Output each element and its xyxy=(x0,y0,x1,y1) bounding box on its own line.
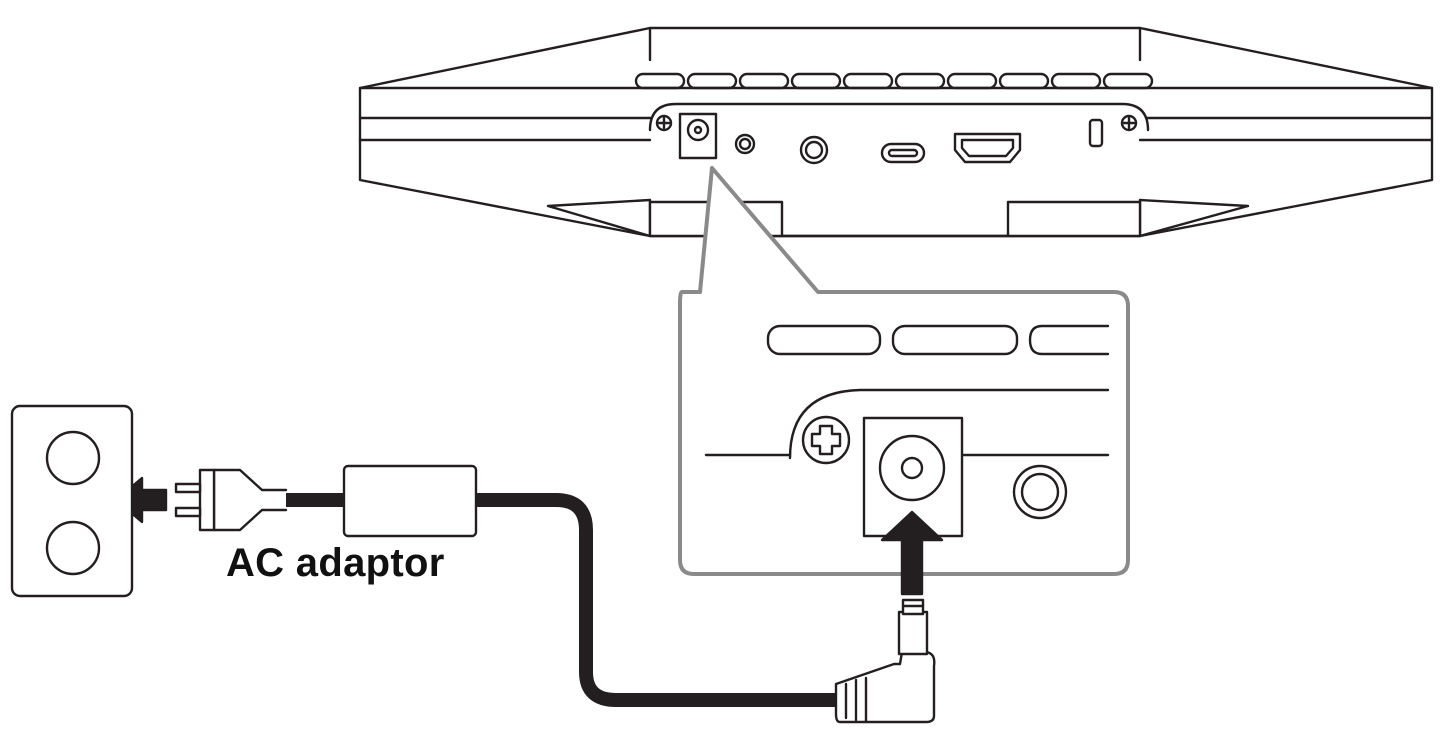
dc-in-port xyxy=(678,112,718,160)
ac-adaptor-label: AC adaptor xyxy=(226,541,445,585)
screw-icon xyxy=(1120,114,1138,132)
ac-adaptor-box xyxy=(342,464,478,538)
security-slot xyxy=(1088,118,1104,148)
device-rear-view xyxy=(358,26,1434,238)
round-port-enlarged xyxy=(1012,464,1068,520)
screw-icon xyxy=(655,114,673,132)
dc-cable xyxy=(279,493,849,707)
wall-plug xyxy=(174,468,288,532)
round-port xyxy=(799,135,829,165)
usb-c-port xyxy=(880,142,926,164)
hdmi-port xyxy=(953,132,1022,164)
screw-icon xyxy=(801,415,851,465)
dc-plug xyxy=(834,598,936,724)
audio-jack-port xyxy=(734,133,756,155)
wall-outlet xyxy=(10,404,134,598)
insert-arrow xyxy=(880,510,944,596)
plug-in-arrow xyxy=(114,476,168,524)
vent-slots xyxy=(634,72,1154,90)
